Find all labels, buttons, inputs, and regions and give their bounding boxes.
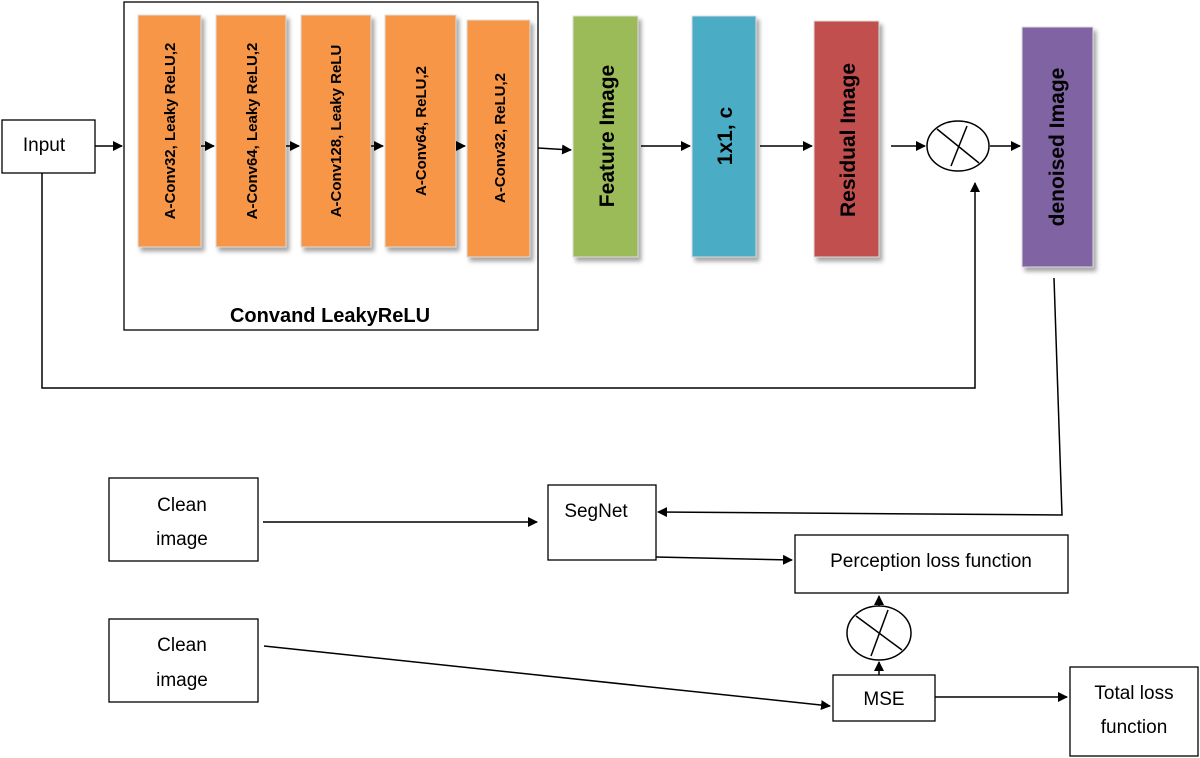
conv-layer-1: A-Conv32, Leaky ReLU,2 xyxy=(137,14,202,248)
perception-loss-label: Perception loss function xyxy=(830,551,1032,572)
conv-layer-2: A-Conv64, Leaky ReLU,2 xyxy=(215,14,287,248)
residual-image-label: Residual Image xyxy=(837,63,860,217)
feature-image-label: Feature Image xyxy=(596,65,619,207)
combine-operator-top xyxy=(926,120,990,172)
mse-box xyxy=(832,674,936,722)
conv1x1-block: 1x1, c xyxy=(691,15,757,258)
conv-layer-1-label: A-Conv32, Leaky ReLU,2 xyxy=(162,43,179,220)
conv-group-box xyxy=(123,1,539,331)
segnet-label: SegNet xyxy=(564,501,628,522)
clean-image-1-line-1: Clean xyxy=(157,495,207,516)
conv-layer-2-label: A-Conv64, Leaky ReLU,2 xyxy=(244,43,261,220)
mse-label: MSE xyxy=(863,689,904,710)
loss-arrows xyxy=(263,517,1068,711)
input-box xyxy=(1,119,96,174)
input-label: Input xyxy=(23,135,66,156)
clean-image-box-1 xyxy=(108,477,259,562)
feature-image-block: Feature Image xyxy=(572,15,639,258)
denoised-image-block: denoised Image xyxy=(1021,26,1094,268)
clean-image-2-line-1: Clean xyxy=(157,635,207,656)
conv-layer-3: A-Conv128, Leaky ReLU xyxy=(300,14,372,248)
conv-layer-5-label: A-Conv32, ReLU,2 xyxy=(492,73,509,203)
conv-layer-3-label: A-Conv128, Leaky ReLU xyxy=(328,45,345,218)
top-row-arrows xyxy=(41,141,1063,518)
clean-image-box-2 xyxy=(108,618,259,703)
total-loss-box xyxy=(1069,666,1199,757)
residual-image-block: Residual Image xyxy=(813,20,880,258)
conv-layer-4: A-Conv64, ReLU,2 xyxy=(384,14,457,248)
total-loss-line-1: Total loss xyxy=(1094,683,1173,704)
conv-layer-5: A-Conv32, ReLU,2 xyxy=(466,19,531,258)
conv-group-caption: Convand LeakyReLU xyxy=(230,305,430,327)
clean-image-2-line-2: image xyxy=(156,670,208,691)
clean-image-1-line-2: image xyxy=(156,529,208,550)
conv-layer-4-label: A-Conv64, ReLU,2 xyxy=(413,66,430,196)
conv1x1-label: 1x1, c xyxy=(714,106,737,165)
perception-loss-box xyxy=(794,534,1069,594)
total-loss-line-2: function xyxy=(1101,717,1168,738)
combine-operator-bottom xyxy=(846,605,912,661)
segnet-box xyxy=(547,484,657,561)
denoised-image-label: denoised Image xyxy=(1046,68,1069,227)
